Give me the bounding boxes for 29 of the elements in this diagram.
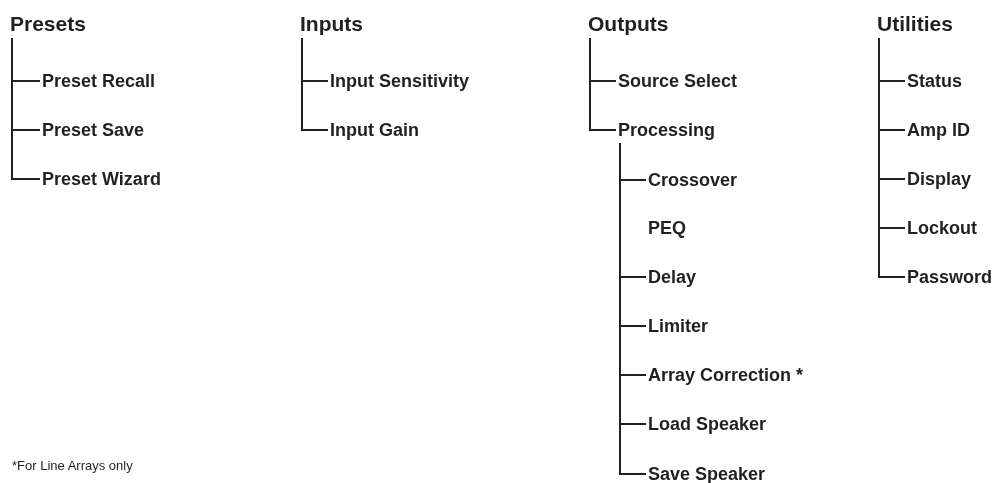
menu-item: PEQ — [648, 217, 686, 239]
menu-item: Preset Save — [42, 119, 145, 141]
menu-item: Preset Recall — [42, 70, 156, 92]
footnote: *For Line Arrays only — [12, 458, 133, 473]
menu-heading: Outputs — [588, 12, 669, 36]
tree-connector — [11, 37, 41, 180]
menu-item: Display — [907, 168, 972, 190]
menu-heading: Inputs — [300, 12, 363, 36]
menu-item: Password — [907, 266, 993, 288]
menu-item: Array Correction * — [648, 364, 804, 386]
menu-item: Limiter — [648, 315, 708, 337]
menu-item: Input Gain — [330, 119, 419, 141]
menu-item: Lockout — [907, 217, 977, 239]
menu-item: Source Select — [618, 70, 738, 92]
tree-connector — [589, 37, 617, 131]
menu-item: Input Sensitivity — [330, 70, 470, 92]
menu-item: Amp ID — [907, 119, 970, 141]
menu-item: Preset Wizard — [42, 168, 161, 190]
tree-connector — [301, 37, 329, 131]
menu-heading: Presets — [10, 12, 86, 36]
menu-item: Load Speaker — [648, 413, 767, 435]
menu-item: Processing — [618, 119, 716, 141]
menu-item: Status — [907, 70, 962, 92]
menu-item: Crossover — [648, 169, 738, 191]
tree-connector — [878, 37, 906, 278]
menu-item: Delay — [648, 266, 697, 288]
menu-heading: Utilities — [877, 12, 953, 36]
menu-item: Save Speaker — [648, 463, 766, 483]
tree-connector — [619, 142, 647, 475]
